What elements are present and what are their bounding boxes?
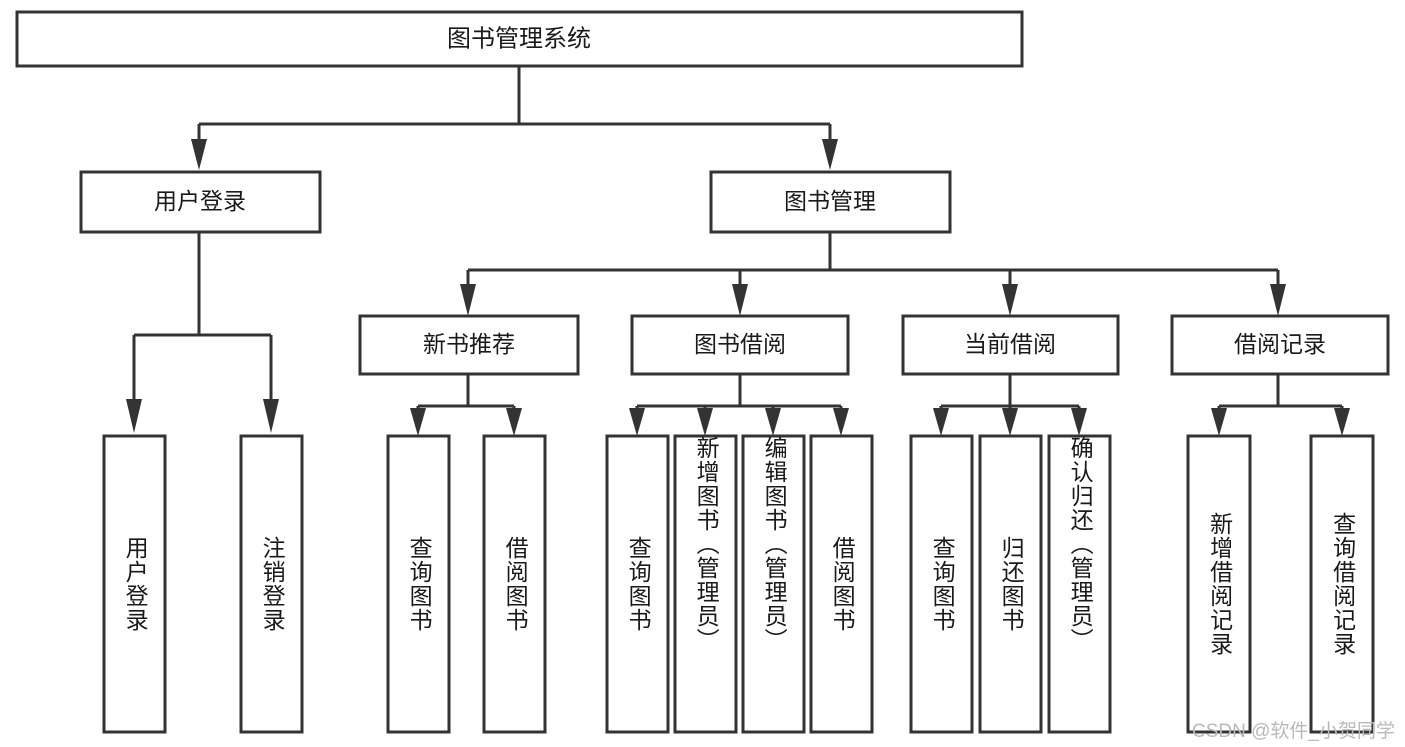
node-book-borrow[interactable]: 图书借阅 (630, 314, 850, 376)
node-leaf-user-login-box[interactable] (102, 434, 167, 734)
node-leaf-bookborrow-edit-box[interactable] (741, 434, 806, 734)
node-leaf-bookborrow-add-box[interactable] (673, 434, 738, 734)
node-user-login-box[interactable] (79, 170, 322, 234)
node-book-management-box[interactable] (709, 170, 952, 234)
arrowhead-to-current-borrow (1002, 284, 1018, 316)
connector-group-current-borrow (933, 374, 1087, 436)
arrowhead-currentborrow-leaf-2 (1002, 408, 1018, 436)
node-leaf-record-add-box[interactable] (1186, 434, 1252, 734)
node-borrow-record-label: 借阅记录 (1234, 331, 1326, 357)
node-new-book-recommend[interactable]: 新书推荐 (358, 314, 580, 376)
node-leaf-newbook-borrow-box[interactable] (482, 434, 547, 734)
node-book-borrow-label: 图书借阅 (694, 331, 786, 357)
node-leaf-current-query-box[interactable] (909, 434, 974, 734)
arrowhead-to-user-login (191, 139, 207, 170)
node-book-management[interactable]: 图书管理 (709, 170, 952, 234)
node-root-label: 图书管理系统 (447, 25, 591, 52)
node-current-borrow-label: 当前借阅 (964, 331, 1056, 357)
node-book-borrow-box[interactable] (630, 314, 850, 376)
arrowhead-bookborrow-leaf-2 (697, 408, 713, 436)
node-leaf-current-confirm-box[interactable] (1047, 434, 1112, 734)
node-leaf-bookborrow-borrow-box[interactable] (809, 434, 874, 734)
node-leaf-current-return-box[interactable] (978, 434, 1043, 734)
arrowhead-to-new-book (460, 284, 476, 316)
arrowhead-borrowrecord-leaf-2 (1334, 408, 1350, 436)
arrowhead-bookborrow-leaf-3 (765, 408, 781, 436)
node-book-management-label: 图书管理 (784, 188, 876, 214)
arrowhead-to-borrow-record (1270, 284, 1286, 316)
node-leaf-bookborrow-query-box[interactable] (605, 434, 670, 734)
node-root[interactable]: 图书管理系统 (15, 10, 1024, 68)
node-leaf-logout-box[interactable] (239, 434, 304, 734)
arrowhead-login-leaf-1 (126, 399, 142, 433)
node-leaf-newbook-query-box[interactable] (386, 434, 451, 734)
node-leaf-record-query-box[interactable] (1309, 434, 1375, 734)
arrowhead-borrowrecord-leaf-1 (1211, 408, 1227, 436)
arrowhead-currentborrow-leaf-3 (1071, 408, 1087, 436)
connector-group-book-management (460, 232, 1286, 316)
arrowhead-to-book-borrow (732, 284, 748, 316)
node-root-box[interactable] (15, 10, 1024, 68)
connector-group-book-borrow (629, 374, 849, 436)
connector-group-borrow-record (1211, 374, 1350, 436)
node-new-book-recommend-box[interactable] (358, 314, 580, 376)
arrowhead-bookborrow-leaf-1 (629, 408, 645, 436)
arrowhead-bookborrow-leaf-4 (833, 408, 849, 436)
connector-group-root (191, 66, 838, 170)
node-current-borrow-box[interactable] (901, 314, 1120, 376)
connector-group-user-login (126, 232, 279, 433)
node-user-login-label: 用户登录 (154, 188, 246, 214)
arrowhead-to-book-management (822, 139, 838, 170)
arrowhead-newbook-leaf-2 (506, 408, 522, 436)
node-new-book-recommend-label: 新书推荐 (423, 331, 515, 357)
node-borrow-record[interactable]: 借阅记录 (1170, 314, 1390, 376)
node-borrow-record-box[interactable] (1170, 314, 1390, 376)
arrowhead-login-leaf-2 (263, 399, 279, 433)
node-current-borrow[interactable]: 当前借阅 (901, 314, 1120, 376)
connector-group-new-book (410, 374, 522, 436)
node-user-login[interactable]: 用户登录 (79, 170, 322, 234)
arrowhead-newbook-leaf-1 (410, 408, 426, 436)
arrowhead-currentborrow-leaf-1 (933, 408, 949, 436)
